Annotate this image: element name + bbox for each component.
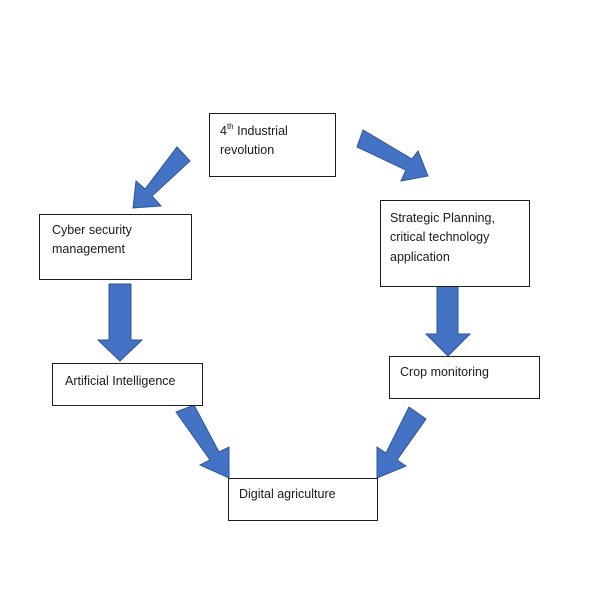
node-ai-label: Artificial Intelligence	[65, 374, 176, 388]
node-crop-monitoring: Crop monitoring	[389, 356, 540, 399]
node-4th-industrial-revolution: 4th Industrial revolution	[209, 113, 336, 177]
arrow-ai-to-digital	[175, 404, 230, 479]
node-artificial-intelligence: Artificial Intelligence	[52, 363, 203, 406]
node-cyber-line1: Cyber security	[52, 223, 132, 237]
arrow-crop-to-digital	[376, 406, 427, 479]
node-strategic-line3: application	[390, 249, 450, 264]
arrow-revolution-to-strategic	[356, 129, 429, 182]
node-crop-label: Crop monitoring	[400, 365, 489, 379]
node-revolution-prefix: 4	[220, 124, 227, 138]
node-revolution-line2: revolution	[220, 143, 275, 158]
node-strategic-planning: Strategic Planning, critical technology …	[380, 200, 530, 287]
node-cyber-line2: management	[52, 242, 125, 257]
node-digital-agriculture: Digital agriculture	[228, 478, 378, 521]
arrow-revolution-to-cyber	[132, 146, 191, 209]
arrow-strategic-to-crop	[424, 282, 472, 357]
node-revolution-line1: Industrial	[233, 124, 288, 138]
node-cyber-security-management: Cyber security management	[39, 214, 192, 280]
node-strategic-line2: critical technology	[390, 230, 490, 245]
node-digital-label: Digital agriculture	[239, 487, 336, 501]
node-strategic-line1: Strategic Planning,	[390, 211, 495, 225]
arrow-cyber-to-ai	[96, 283, 144, 362]
node-revolution-superscript: th	[226, 121, 234, 131]
